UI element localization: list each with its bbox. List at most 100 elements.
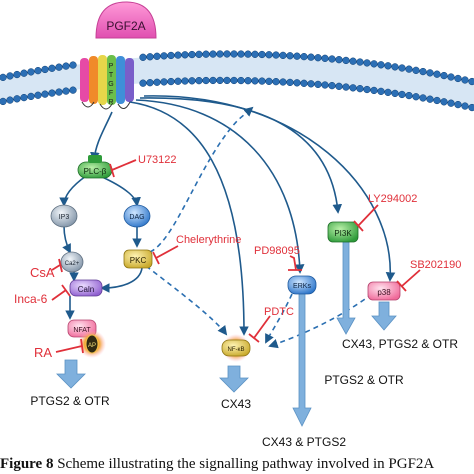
inhibitor-u73122: U73122	[138, 154, 177, 166]
lipid-head	[321, 54, 329, 62]
lipid-head	[286, 52, 294, 60]
lipid-head	[209, 76, 217, 85]
lipid-head	[265, 51, 273, 59]
lipid-head	[405, 91, 413, 100]
lipid-head	[153, 78, 161, 86]
lipid-head	[321, 81, 329, 89]
lipid-head	[230, 76, 238, 85]
receptor-letter: G	[108, 81, 113, 88]
lipid-head	[174, 51, 182, 59]
inhibitor-pdtc: PDTC	[264, 306, 294, 318]
lipid-head	[328, 81, 336, 90]
lipid-head	[69, 86, 77, 94]
inhibitor-chelerythrine: Chelerythrine	[176, 234, 241, 246]
lipid-head	[405, 65, 413, 73]
lipid-head	[363, 85, 371, 94]
inhibitor-sb202190: SB202190	[410, 259, 461, 271]
lipid-head	[202, 50, 210, 58]
node-caln-label: Caln	[78, 285, 94, 294]
lipid-head	[447, 99, 455, 107]
lipid-head	[307, 80, 315, 88]
lipid-head	[34, 91, 42, 99]
lipid-head	[272, 51, 280, 59]
dashed-arrows	[145, 106, 373, 349]
inhibitor-ly294002: LY294002	[368, 193, 417, 205]
lipid-head	[188, 77, 196, 85]
cell-membrane	[0, 50, 474, 112]
lipid-head	[398, 90, 406, 99]
lipid-head	[41, 65, 49, 74]
output-pi3k: PTGS2 & OTR	[324, 373, 404, 387]
node-ip3: IP3	[50, 204, 78, 228]
lipid-head	[391, 63, 399, 71]
lipid-head	[293, 79, 301, 87]
lipid-head	[412, 93, 420, 101]
lipid-head	[202, 76, 210, 85]
node-nfkb: NF-κB	[221, 334, 251, 362]
lipid-head	[160, 78, 168, 86]
lipid-head	[223, 76, 231, 85]
node-p38-label: p38	[377, 288, 391, 297]
ligand-pgf2a: PGF2A	[95, 1, 157, 39]
lipid-head	[0, 97, 7, 106]
lipid-head	[216, 76, 224, 85]
lipid-head	[258, 50, 266, 59]
lipid-head	[370, 60, 378, 68]
lipid-head	[174, 77, 182, 85]
lipid-head	[314, 54, 322, 62]
lipid-head	[237, 76, 245, 85]
lipid-head	[62, 62, 70, 70]
lipid-head	[244, 50, 252, 58]
lipid-head	[279, 51, 287, 60]
receptor-letter: P	[109, 63, 114, 70]
pathway-arrows	[59, 95, 396, 336]
lipid-head	[454, 74, 462, 83]
output-erk: CX43 & PTGS2	[262, 435, 346, 449]
lipid-head	[377, 61, 385, 69]
lipid-head	[34, 67, 42, 75]
lipid-head	[146, 79, 154, 87]
lipid-head	[349, 57, 357, 65]
lipid-head	[328, 55, 336, 63]
lipid-head	[419, 67, 427, 76]
lipid-head	[426, 95, 434, 103]
lipid-head	[181, 51, 189, 59]
lipid-head	[6, 96, 14, 104]
node-pkc: PKC	[123, 249, 153, 269]
lipid-head	[139, 79, 147, 87]
lipid-head	[195, 76, 203, 85]
node-erk: ERKs	[287, 275, 317, 295]
lipid-head	[300, 79, 308, 87]
figure-caption-text: Scheme illustrating the signalling pathw…	[57, 456, 435, 472]
lipid-head	[384, 62, 392, 70]
node-nfkb-label: NF-κB	[228, 347, 245, 353]
lipid-head	[251, 50, 259, 58]
lipid-head	[55, 88, 63, 96]
lipid-head	[412, 66, 420, 74]
lipid-head	[363, 59, 371, 67]
lipid-head	[265, 77, 273, 86]
lipid-head	[258, 77, 266, 85]
lipid-head	[20, 93, 28, 102]
node-pkc-label: PKC	[130, 256, 147, 265]
figure-caption-label: Figure 8	[0, 456, 54, 472]
lipid-head	[461, 102, 469, 110]
lipid-head	[426, 69, 434, 77]
lipid-head	[230, 50, 238, 58]
lipid-head	[461, 76, 469, 84]
inhibitor-inca6: Inca-6	[14, 292, 48, 306]
lipid-head	[13, 70, 21, 79]
lipid-head	[433, 96, 441, 105]
lipid-head	[370, 86, 378, 95]
lipid-head	[153, 52, 161, 60]
lipid-head	[293, 52, 301, 60]
lipid-head	[237, 50, 245, 58]
node-dag-label: DAG	[129, 214, 144, 221]
lipid-head	[209, 50, 217, 58]
lipid-head	[181, 77, 189, 85]
output-arrows	[56, 241, 397, 427]
lipid-head	[419, 94, 427, 102]
lipid-head	[335, 82, 343, 90]
